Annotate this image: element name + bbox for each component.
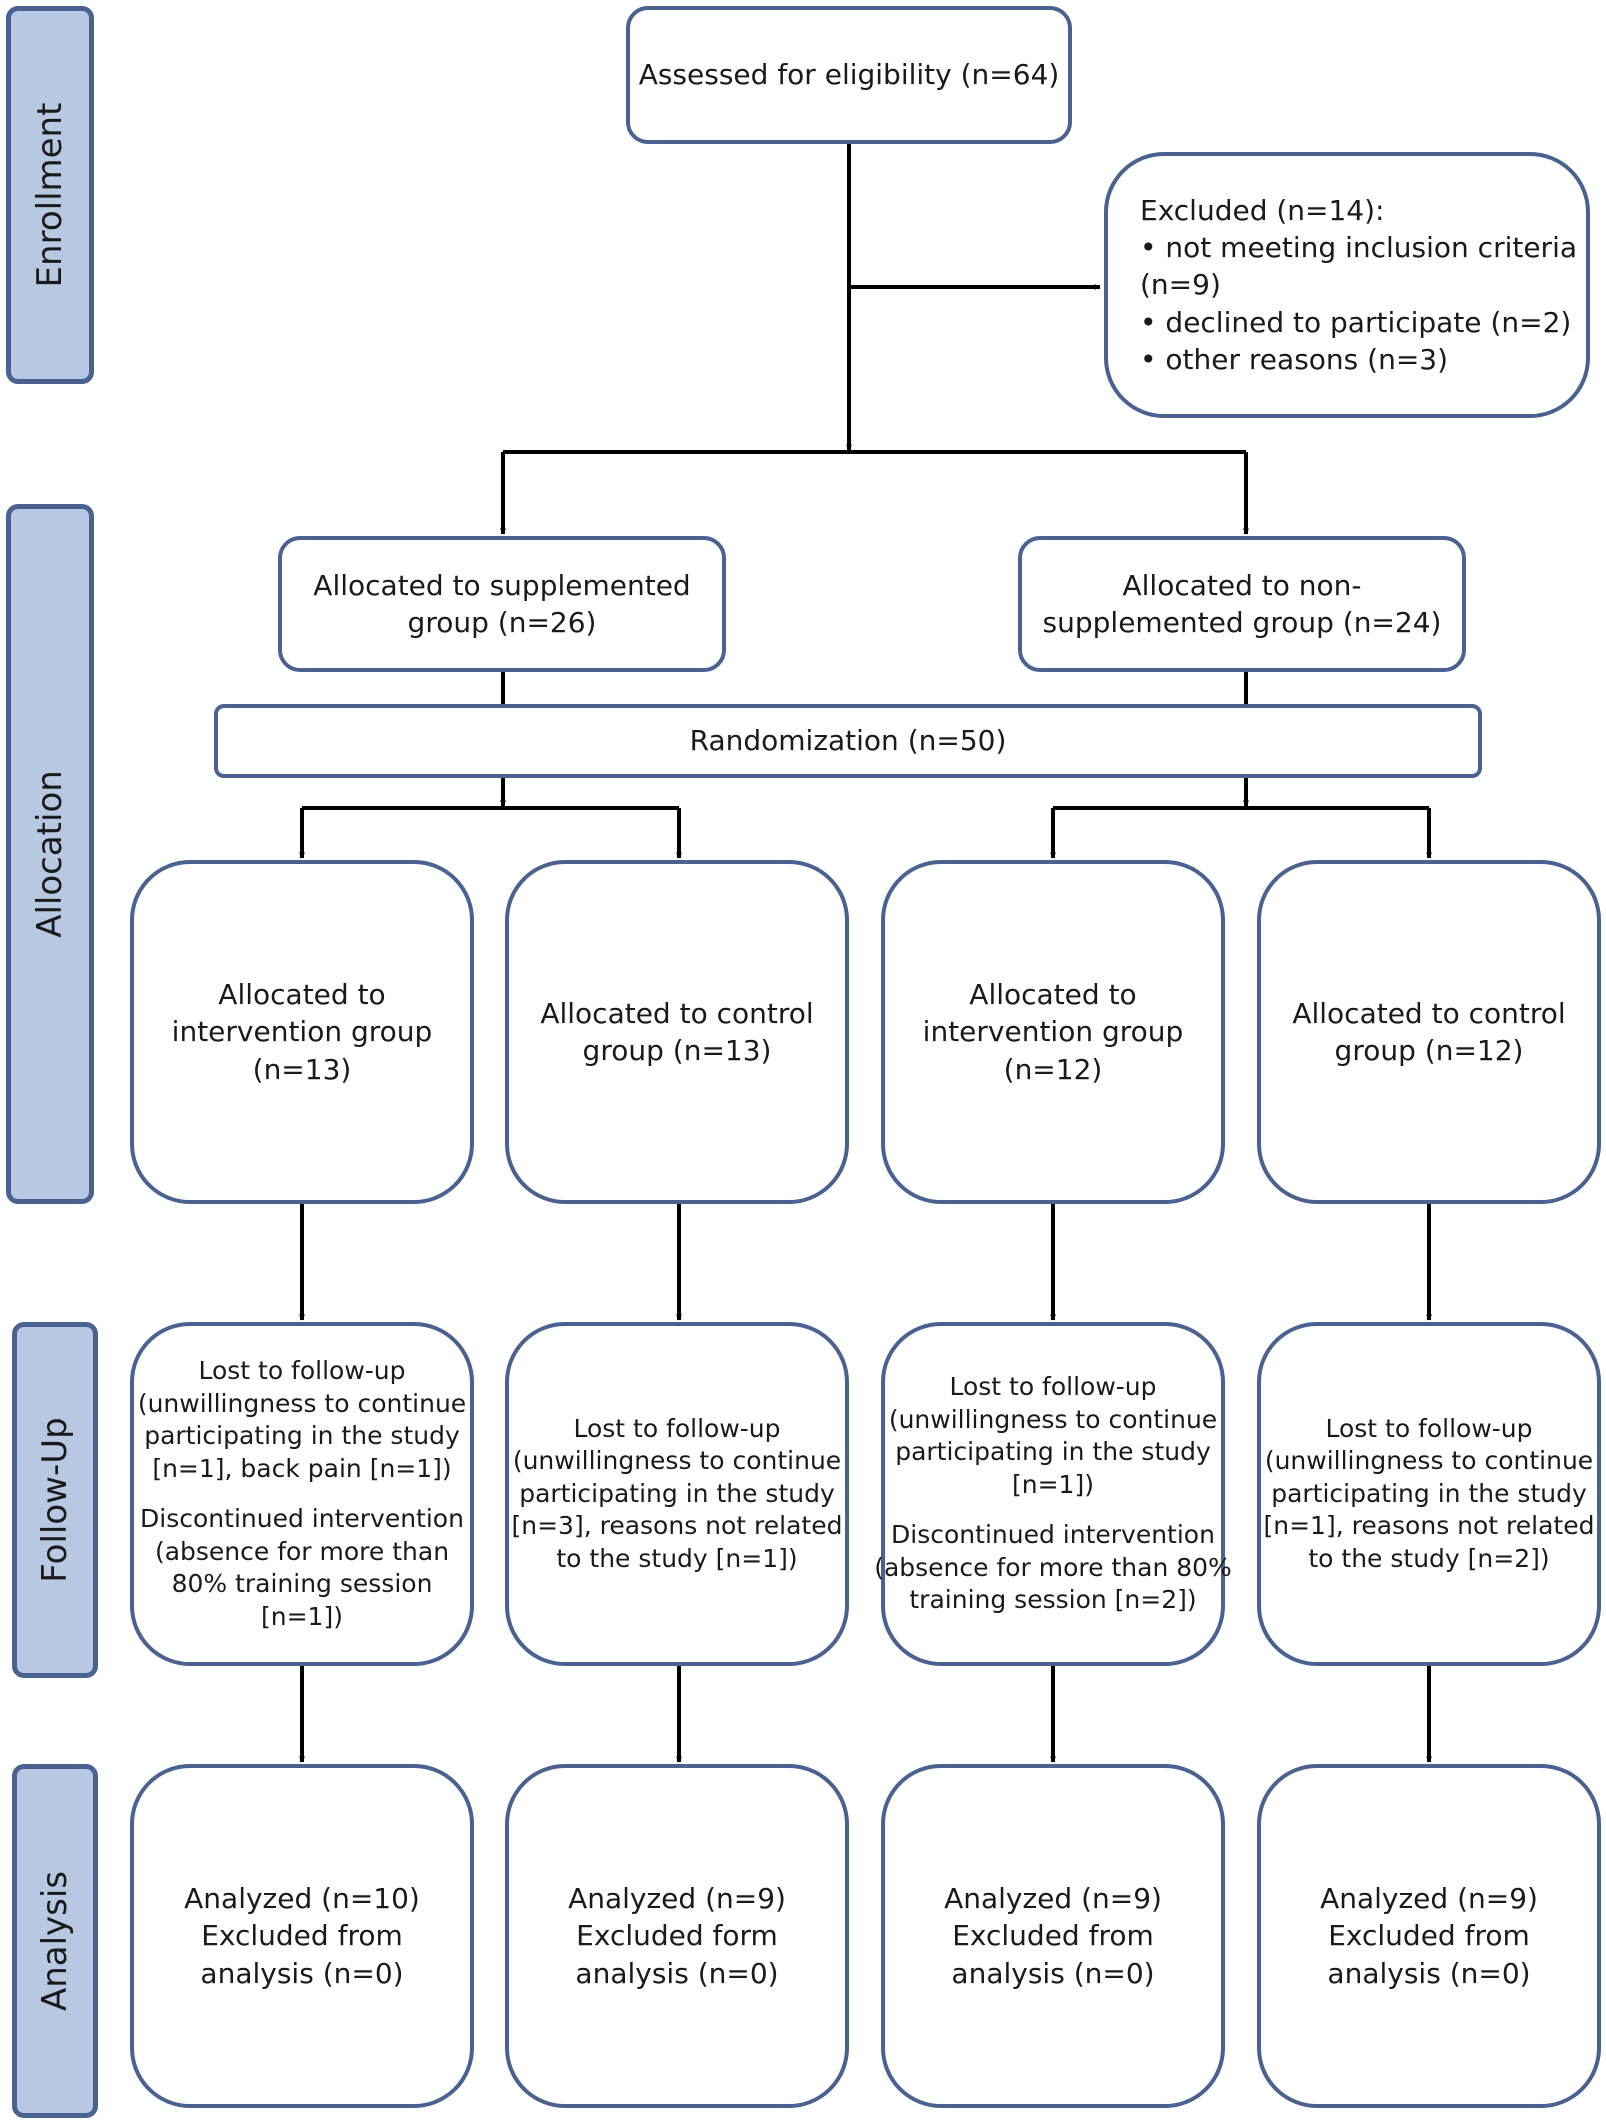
group-box-intervention-1: Allocated to intervention group (n=13) <box>130 860 474 1204</box>
analysis-line: analysis (n=0) <box>200 1956 404 1990</box>
discontinued-line: Discontinued intervention <box>140 1504 464 1533</box>
excluded-title: Excluded (n=14): <box>1140 193 1385 227</box>
excluded-reason: (n=9) <box>1140 268 1221 302</box>
analysis-line: analysis (n=0) <box>951 1956 1155 1990</box>
analysis-line: Analyzed (n=9) <box>568 1882 786 1916</box>
supplemented-line: Allocated to supplemented <box>313 568 691 602</box>
lost-line: [n=1], reasons not related <box>1263 1511 1595 1541</box>
analysis-box-3: Analyzed (n=9) Excluded from analysis (n… <box>881 1764 1225 2108</box>
analysis-line: Analyzed (n=9) <box>1320 1882 1538 1916</box>
assessed-box: Assessed for eligibility (n=64) <box>626 6 1072 144</box>
group-line: Allocated to control <box>1292 996 1566 1030</box>
stage-label-enrollment-text: Enrollment <box>30 102 70 288</box>
stage-label-allocation-text: Allocation <box>30 770 70 938</box>
excluded-reason: • declined to participate (n=2) <box>1140 305 1572 339</box>
group-line: group (n=12) <box>1334 1034 1524 1067</box>
analysis-line: Excluded from <box>1328 1919 1530 1953</box>
analysis-line: Analyzed (n=10) <box>184 1882 420 1916</box>
analysis-line: analysis (n=0) <box>1327 1956 1531 1990</box>
lost-line: Lost to follow-up <box>198 1356 406 1385</box>
randomization-box: Randomization (n=50) <box>214 704 1482 778</box>
non-supplemented-group-box: Allocated to non- supplemented group (n=… <box>1018 536 1466 672</box>
discontinued-line: 80% training session <box>171 1569 433 1598</box>
lost-line: to the study [n=2]) <box>1308 1543 1550 1573</box>
group-box-control-2: Allocated to control group (n=12) <box>1257 860 1601 1204</box>
analysis-line: Analyzed (n=9) <box>944 1882 1162 1916</box>
stage-label-analysis: Analysis <box>12 1764 98 2118</box>
follow-up-box-2: Lost to follow-up (unwillingness to cont… <box>505 1322 849 1666</box>
group-box-intervention-2: Allocated to intervention group (n=12) <box>881 860 1225 1204</box>
analysis-line: Excluded form <box>576 1919 778 1953</box>
lost-line: (unwillingness to continue <box>512 1446 842 1476</box>
lost-line: participating in the study <box>519 1478 835 1508</box>
assessed-text: Assessed for eligibility (n=64) <box>638 58 1060 92</box>
supplemented-line: group (n=26) <box>407 606 597 639</box>
excluded-reason: • not meeting inclusion criteria <box>1140 231 1578 265</box>
analysis-box-4: Analyzed (n=9) Excluded from analysis (n… <box>1257 1764 1601 2108</box>
excluded-reason: • other reasons (n=3) <box>1140 342 1449 376</box>
analysis-box-2: Analyzed (n=9) Excluded form analysis (n… <box>505 1764 849 2108</box>
analysis-box-1: Analyzed (n=10) Excluded from analysis (… <box>130 1764 474 2108</box>
discontinued-line: (absence for more than <box>154 1536 450 1566</box>
lost-line: (unwillingness to continue <box>888 1404 1218 1434</box>
group-line: group (n=13) <box>582 1034 772 1067</box>
lost-line: (unwillingness to continue <box>137 1388 467 1418</box>
lost-line: Lost to follow-up <box>949 1372 1157 1402</box>
stage-label-analysis-text: Analysis <box>35 1870 75 2012</box>
discontinued-line: [n=1]) <box>261 1601 343 1631</box>
discontinued-line: Discontinued intervention <box>891 1520 1215 1550</box>
non-supplemented-line: Allocated to non- <box>1122 568 1362 602</box>
non-supplemented-line: supplemented group (n=24) <box>1042 606 1442 639</box>
stage-label-enrollment: Enrollment <box>6 6 94 384</box>
lost-line: Lost to follow-up <box>1325 1413 1533 1443</box>
lost-line: [n=1], back pain [n=1]) <box>152 1453 452 1483</box>
analysis-line: analysis (n=0) <box>575 1956 779 1990</box>
group-box-control-1: Allocated to control group (n=13) <box>505 860 849 1204</box>
group-line: intervention group <box>171 1015 433 1049</box>
analysis-line: Excluded from <box>201 1919 403 1953</box>
supplemented-group-box: Allocated to supplemented group (n=26) <box>278 536 726 672</box>
randomization-text: Randomization (n=50) <box>689 724 1007 758</box>
group-line: Allocated to <box>969 978 1137 1012</box>
follow-up-box-3: Lost to follow-up (unwillingness to cont… <box>874 1322 1232 1666</box>
discontinued-line: (absence for more than 80% <box>874 1552 1232 1582</box>
stage-label-follow-up-text: Follow-Up <box>35 1417 75 1583</box>
lost-line: [n=1]) <box>1012 1469 1094 1499</box>
lost-line: Lost to follow-up <box>573 1413 781 1443</box>
lost-line: participating in the study <box>1271 1478 1587 1508</box>
group-line: (n=13) <box>252 1052 352 1086</box>
lost-line: to the study [n=1]) <box>556 1543 798 1573</box>
follow-up-box-1: Lost to follow-up (unwillingness to cont… <box>130 1322 474 1666</box>
lost-line: (unwillingness to continue <box>1264 1446 1594 1476</box>
discontinued-line: training session [n=2]) <box>909 1585 1197 1615</box>
lost-line: [n=3], reasons not related <box>511 1511 843 1541</box>
lost-line: participating in the study <box>895 1437 1211 1467</box>
follow-up-box-4: Lost to follow-up (unwillingness to cont… <box>1257 1322 1601 1666</box>
stage-label-follow-up: Follow-Up <box>12 1322 98 1678</box>
lost-line: participating in the study <box>144 1421 460 1450</box>
excluded-content: Excluded (n=14): • not meeting inclusion… <box>1140 192 1577 378</box>
group-line: (n=12) <box>1003 1052 1103 1086</box>
group-line: Allocated to <box>218 978 386 1012</box>
analysis-line: Excluded from <box>952 1919 1154 1953</box>
group-line: intervention group <box>922 1015 1184 1049</box>
excluded-box: Excluded (n=14): • not meeting inclusion… <box>1104 152 1590 418</box>
stage-label-allocation: Allocation <box>6 504 94 1204</box>
group-line: Allocated to control <box>540 996 814 1030</box>
